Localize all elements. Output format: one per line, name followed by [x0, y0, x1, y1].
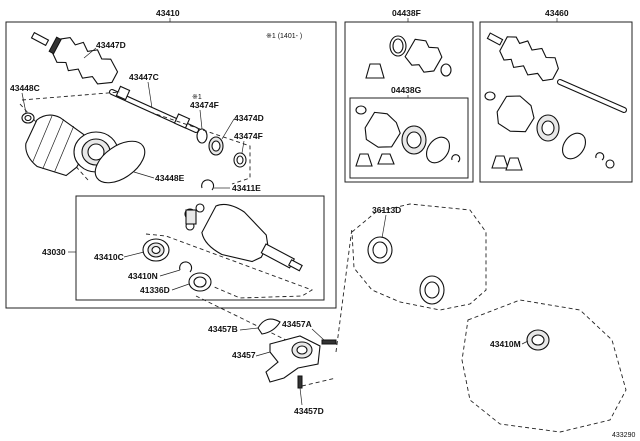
bracket-43457 — [257, 318, 337, 389]
label-43447c[interactable]: 43447C — [129, 72, 159, 82]
label-43448e[interactable]: 43448E — [155, 173, 185, 183]
clamp-43448c — [21, 112, 35, 124]
label-41336d[interactable]: 41336D — [140, 285, 170, 295]
label-43030[interactable]: 43030 — [42, 247, 66, 257]
label-43410c[interactable]: 43410C — [94, 252, 124, 262]
label-43447d[interactable]: 43447D — [96, 40, 126, 50]
label-04438g[interactable]: 04438G — [391, 85, 422, 95]
right-shaft-parts — [484, 32, 627, 171]
inner-boot-kit-box — [349, 97, 469, 179]
inboard-joint-box — [75, 195, 325, 301]
label-43448c[interactable]: 43448C — [10, 83, 40, 93]
label-43474f-top[interactable]: 43474F — [190, 100, 219, 110]
boot-kit-box — [344, 21, 474, 183]
label-43457b[interactable]: 43457B — [208, 324, 238, 334]
label-43460[interactable]: 43460 — [545, 8, 569, 18]
label-43411e[interactable]: 43411E — [232, 183, 261, 193]
left-shaft-assembly-box — [5, 21, 337, 309]
tripod-joint — [184, 203, 205, 231]
label-43457[interactable]: 43457 — [232, 350, 256, 360]
inboard-housing — [201, 203, 303, 272]
label-43474d[interactable]: 43474D — [234, 113, 264, 123]
clamp-43448e — [94, 140, 146, 184]
label-43457a[interactable]: 43457A — [282, 319, 312, 329]
note-1401: ※1 (1401- ) — [266, 33, 302, 40]
label-36113d[interactable]: 36113D — [372, 205, 401, 215]
snap-ring-43411e — [201, 179, 215, 191]
label-43410[interactable]: 43410 — [156, 8, 180, 18]
diagram-number: 433290 — [612, 432, 635, 439]
note-star: ※1 — [192, 94, 202, 101]
inboard-boot — [25, 114, 89, 177]
snap-ring-43410n — [179, 261, 193, 273]
right-shaft-assembly-box — [479, 21, 633, 183]
transaxle-case — [351, 203, 627, 433]
label-43457d[interactable]: 43457D — [294, 406, 324, 416]
boot-kit-04438f-parts — [355, 35, 461, 167]
label-04438f[interactable]: 04438F — [392, 8, 421, 18]
label-43410m[interactable]: 43410M — [490, 339, 521, 349]
label-43474f-bottom[interactable]: 43474F — [234, 131, 263, 141]
label-43410n[interactable]: 43410N — [128, 271, 158, 281]
